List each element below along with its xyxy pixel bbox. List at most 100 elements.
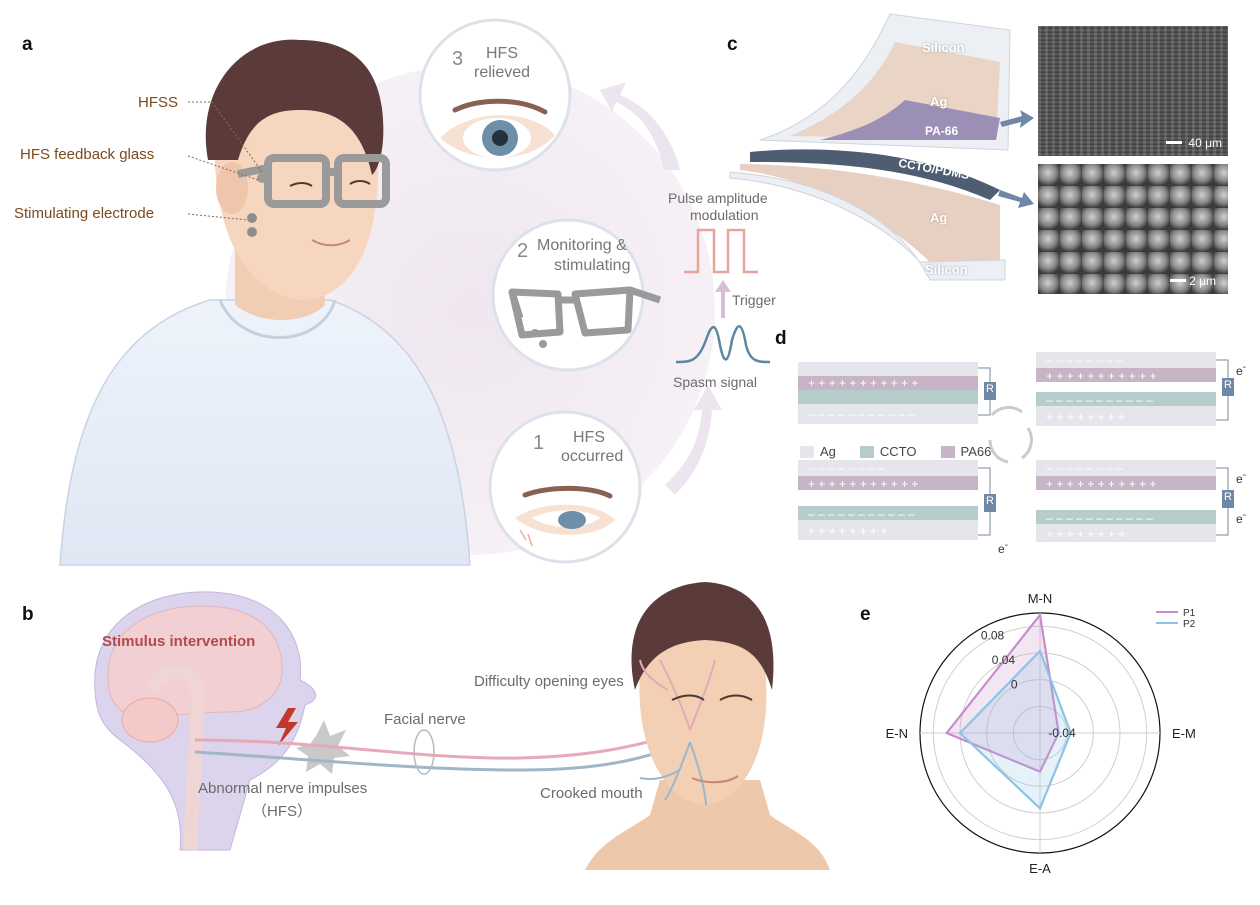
panel-label-c: c: [727, 34, 738, 55]
svg-text:– – – – – – – – – – –: – – – – – – – – – – –: [1046, 511, 1153, 525]
resistor-label-2: R: [1224, 379, 1232, 391]
difficulty-opening-eyes-label: Difficulty opening eyes: [474, 673, 624, 690]
brain: [107, 605, 283, 718]
svg-text:+ + + + + + + +: + + + + + + + +: [808, 524, 887, 538]
abnormal-impulses-line2: （HFS）: [252, 803, 313, 820]
radar-tick-label: -0.04: [1048, 726, 1076, 740]
compression-burst: [296, 720, 350, 774]
sem-image-bottom: 2 μm: [1038, 164, 1228, 294]
layer-label-silicon-bottom: Silicon: [925, 262, 968, 277]
person-hair: [205, 39, 384, 175]
svg-text:+ + + + + + + + + + +: + + + + + + + + + + +: [808, 477, 918, 491]
svg-text:+ + + + + + + +: + + + + + + + +: [1046, 410, 1125, 424]
cycle-arrow-top: [600, 82, 680, 170]
panel-a-illustration: [59, 18, 771, 566]
legend-swatch-pa66: [940, 445, 955, 458]
svg-text:– – – – – – – –: – – – – – – – –: [808, 461, 885, 475]
radar-axis-label: M-N: [1028, 591, 1053, 606]
panel-label-a: a: [22, 34, 33, 55]
scale-bar-2um: 2 μm: [1189, 274, 1216, 288]
panel-label-d: d: [775, 328, 787, 349]
legend-label-ccto: CCTO: [879, 444, 917, 459]
callout-stimulating-electrode: Stimulating electrode: [14, 205, 155, 222]
lightning-icon: [276, 708, 298, 746]
step-2-text-line2: stimulating: [554, 257, 631, 274]
electron-label-state4a: e-: [1236, 470, 1247, 486]
svg-text:+ + + + + + + + + + +: + + + + + + + + + + +: [1046, 477, 1156, 491]
feedback-glasses: [237, 154, 390, 208]
step-3-text-line2: relieved: [474, 64, 531, 81]
step-1-number: 1: [533, 432, 545, 454]
spasm-waveform: [675, 325, 771, 364]
legend-label-pa66: PA66: [960, 444, 992, 459]
svg-text:– – – – – – – – – – –: – – – – – – – – – – –: [808, 407, 915, 421]
spasm-signal-label: Spasm signal: [673, 374, 758, 390]
face-right: [639, 624, 767, 805]
step-2-number: 2: [517, 240, 529, 262]
crooked-mouth-label: Crooked mouth: [540, 785, 643, 802]
radar-grid-ring: [986, 679, 1094, 787]
abnormal-impulses-line1: Abnormal nerve impulses: [198, 780, 368, 797]
step-2-text-line1: Monitoring &: [537, 237, 627, 254]
layer-label-ag-bottom: Ag: [930, 210, 948, 225]
svg-text:+ + + + + + + + + + +: + + + + + + + + + + +: [808, 376, 918, 390]
layer-label-ag-top: Ag: [930, 94, 948, 109]
step-3-number: 3: [452, 48, 464, 70]
radar-axis-label: E-N: [886, 726, 908, 741]
electron-label-state4b: e-: [1236, 510, 1247, 526]
modulation-label-line2: modulation: [690, 207, 759, 223]
radar-tick-label: 0.08: [981, 629, 1005, 643]
resistor-label-1: R: [986, 383, 994, 395]
radar-series-p2: [958, 648, 1072, 811]
legend-label-ag: Ag: [820, 444, 836, 459]
hair-right: [631, 582, 774, 690]
svg-text:+ + + + + + + + + + +: + + + + + + + + + + +: [1046, 369, 1156, 383]
trigger-arrow: [715, 280, 731, 318]
callout-hfss: HFSS: [138, 94, 179, 111]
panel-label-b: b: [22, 604, 34, 625]
svg-text:– – – – – – – –: – – – – – – – –: [1046, 461, 1123, 475]
glasses-device-icon: [508, 286, 662, 339]
layer-label-pa66: PA-66: [925, 124, 959, 138]
step-3-text-line1: HFS: [486, 45, 518, 62]
legend-swatch-ag: [800, 445, 814, 458]
electron-label-state3: e-: [998, 540, 1009, 556]
radar-tick-label: 0.04: [992, 653, 1016, 667]
panel-label-e: e: [860, 604, 871, 625]
stimulus-intervention-label: Stimulus intervention: [102, 633, 256, 650]
legend-swatch-ccto: [859, 445, 874, 458]
radar-axis-label: E-M: [1172, 726, 1196, 741]
callout-feedback-glass: HFS feedback glass: [20, 146, 155, 163]
facial-nerve-label: Facial nerve: [384, 711, 466, 728]
layer-label-ccto-pdms: CCTO/PDMS: [897, 155, 971, 183]
electron-label-state2: e-: [1236, 362, 1247, 378]
radar-grid-ring: [1012, 705, 1068, 761]
radar-grid-ring: [932, 625, 1148, 841]
panel-d-legend: Ag CCTO PA66: [800, 444, 991, 459]
svg-text:+ + + + + + + +: + + + + + + + +: [1046, 527, 1125, 541]
legend-label-p2: P2: [1183, 619, 1196, 630]
resistor-label-3: R: [986, 495, 994, 507]
svg-text:– – – – – – – – – – –: – – – – – – – – – – –: [808, 507, 915, 521]
resistor-label-4: R: [1224, 491, 1232, 503]
layer-label-silicon-top: Silicon: [922, 40, 965, 55]
svg-text:– – – – – – – –: – – – – – – – –: [1046, 353, 1123, 367]
sem-image-top: 40 μm: [1038, 26, 1228, 156]
spasm-eye-icon: [515, 485, 615, 547]
legend-label-p1: P1: [1183, 608, 1196, 619]
person-shirt: [59, 299, 471, 566]
modulation-label-line1: Pulse amplitude: [668, 190, 768, 206]
svg-text:– – – – – – – – – – –: – – – – – – – – – – –: [1046, 393, 1153, 407]
radar-tick-label: 0: [1011, 677, 1018, 691]
scale-bar-40um: 40 μm: [1188, 136, 1222, 150]
step-1-text-line1: HFS: [573, 429, 605, 446]
person-face: [214, 90, 379, 300]
open-eye-icon: [440, 98, 555, 158]
radar-grid-ring: [959, 652, 1121, 814]
radar-axis-label: E-A: [1029, 861, 1051, 876]
radar-series-p1: [944, 612, 1060, 774]
cycle-arrow-bottom: [665, 385, 722, 495]
radar-outer-ring: [919, 612, 1161, 854]
trigger-label: Trigger: [732, 292, 776, 308]
step-1-text-line2: occurred: [561, 448, 624, 465]
